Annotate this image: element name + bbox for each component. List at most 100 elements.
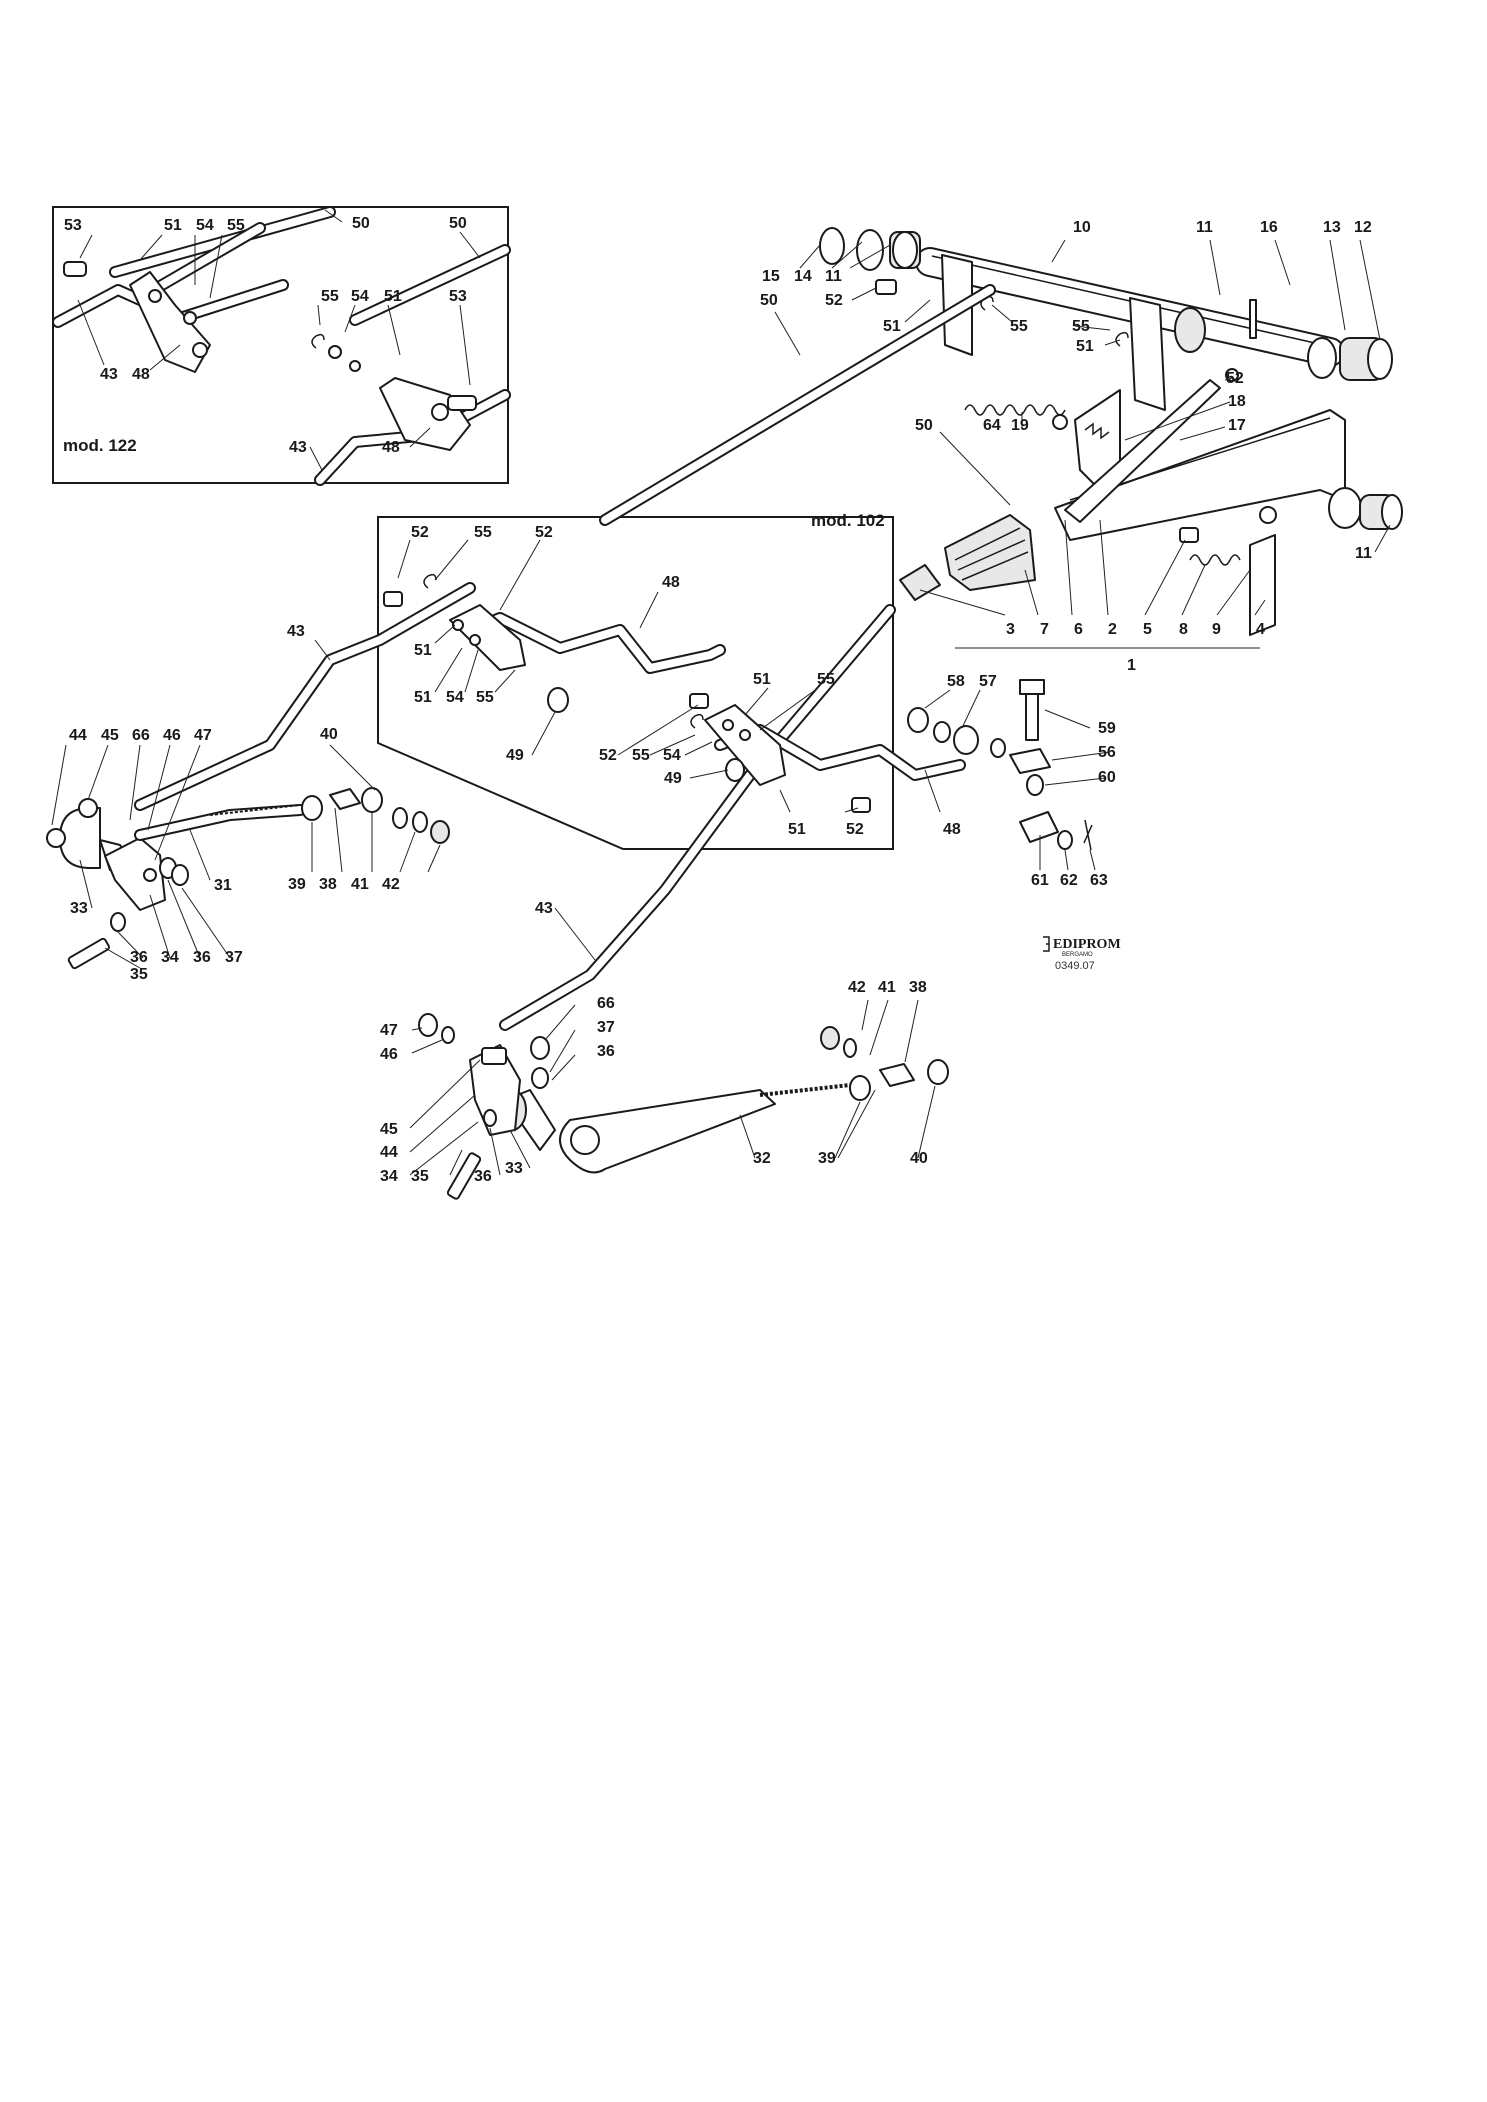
callout: 46 [380, 1046, 398, 1063]
callout: 61 [1031, 872, 1049, 889]
callout: 11 [825, 268, 842, 285]
swivel-38-left [329, 788, 361, 810]
callout: 41 [878, 979, 896, 996]
inset-122-pin-53a [63, 261, 87, 277]
callout: 54 [351, 288, 369, 305]
washer-57 [990, 738, 1006, 758]
inset-102-pin-52c [689, 693, 709, 709]
callout: 9 [1212, 621, 1221, 638]
callout: 17 [1228, 417, 1246, 434]
callout: 52 [599, 747, 617, 764]
callout: 60 [1098, 769, 1116, 786]
inset-102-washer-49a [547, 687, 569, 713]
inset-mod-102-frame [377, 516, 894, 850]
grip-7 [944, 514, 1036, 591]
bolt-35-left [67, 937, 110, 970]
arm-32 [559, 1089, 776, 1174]
inset-122-parts [52, 206, 511, 486]
callout: 33 [505, 1160, 523, 1177]
inset-102-plate-a [449, 604, 526, 671]
callout: 54 [446, 689, 464, 706]
left-arm-assembly [46, 787, 450, 970]
callout: 62 [1060, 872, 1078, 889]
callout: 36 [130, 949, 148, 966]
callout: 42 [848, 979, 866, 996]
pin-52a [875, 279, 897, 295]
callout: 34 [380, 1168, 398, 1185]
swivel-38-lower [879, 1063, 915, 1087]
bolt-59 [1025, 689, 1039, 741]
washer-14 [856, 229, 884, 271]
callout: 43 [289, 439, 307, 456]
callout: 36 [193, 949, 211, 966]
callout: 44 [69, 727, 87, 744]
callout: 36 [597, 1043, 615, 1060]
callout: 66 [597, 995, 615, 1012]
pin-16 [1249, 299, 1257, 339]
callout: 11 [1355, 545, 1372, 562]
callout: 52 [825, 292, 843, 309]
callout: 2 [1108, 621, 1117, 638]
callout: 59 [1098, 720, 1116, 737]
callout: 39 [818, 1150, 836, 1167]
right-small-parts [907, 679, 1093, 851]
callout: 14 [794, 268, 812, 285]
washer-62 [1057, 830, 1073, 850]
washer-46-lower [441, 1026, 455, 1044]
callout: 38 [909, 979, 927, 996]
callout: 49 [506, 747, 524, 764]
callout: 53 [449, 288, 467, 305]
nut-42-lower [820, 1026, 840, 1050]
nut-44-left [46, 828, 66, 848]
callout: 47 [380, 1022, 398, 1039]
callout: 48 [662, 574, 680, 591]
main-assembly [819, 227, 1403, 636]
callout: 55 [1072, 318, 1090, 335]
nut-60 [1026, 774, 1044, 796]
leader-lines [51, 209, 1391, 1176]
inset-102-washer-49b [725, 758, 745, 782]
callout: 18 [1228, 393, 1246, 410]
callout: 52 [411, 524, 429, 541]
callout: 51 [1076, 338, 1094, 355]
inset-102-pin-52a [383, 591, 403, 607]
nut-47-lower [418, 1013, 438, 1037]
inset-122-pin-53b [447, 395, 477, 411]
callout: 1 [1127, 657, 1136, 674]
callout: 55 [817, 671, 835, 688]
callout: 49 [664, 770, 682, 787]
callout: 56 [1098, 744, 1116, 761]
callout: 48 [382, 439, 400, 456]
callout: 45 [101, 727, 119, 744]
washer-36-lower-b [483, 1109, 497, 1127]
callout: 55 [321, 288, 339, 305]
clip-63 [1083, 819, 1093, 851]
nut-39-left [301, 795, 323, 821]
callout: 39 [288, 876, 306, 893]
callout: 54 [663, 747, 681, 764]
callout: 50 [449, 215, 467, 232]
callout: 6 [1074, 621, 1083, 638]
callout: 3 [1006, 621, 1015, 638]
long-rods [134, 284, 996, 1031]
callout: 37 [225, 949, 243, 966]
pin-5 [1179, 527, 1199, 543]
callout: 55 [474, 524, 492, 541]
drawing-code: 0349.07 [1055, 960, 1095, 972]
callout-labels: 53 51 54 55 50 50 55 54 51 53 43 48 43 4… [64, 215, 1372, 1185]
callout: 58 [947, 673, 965, 690]
nut-19 [1052, 414, 1068, 430]
nut-42-left [430, 820, 450, 844]
inset-102-parts [383, 573, 966, 813]
nut-40-lower [927, 1059, 949, 1085]
callout: 47 [194, 727, 212, 744]
bushing-61 [1019, 811, 1059, 843]
callout: 48 [132, 366, 150, 383]
publisher-logo-city: BERGAMO [1062, 952, 1093, 958]
callout: 50 [352, 215, 370, 232]
nut-37-left [171, 864, 189, 886]
washer-36-lower [531, 1067, 549, 1089]
spring-8 [1189, 554, 1241, 566]
callout: 35 [411, 1168, 429, 1185]
callout: 34 [161, 949, 179, 966]
